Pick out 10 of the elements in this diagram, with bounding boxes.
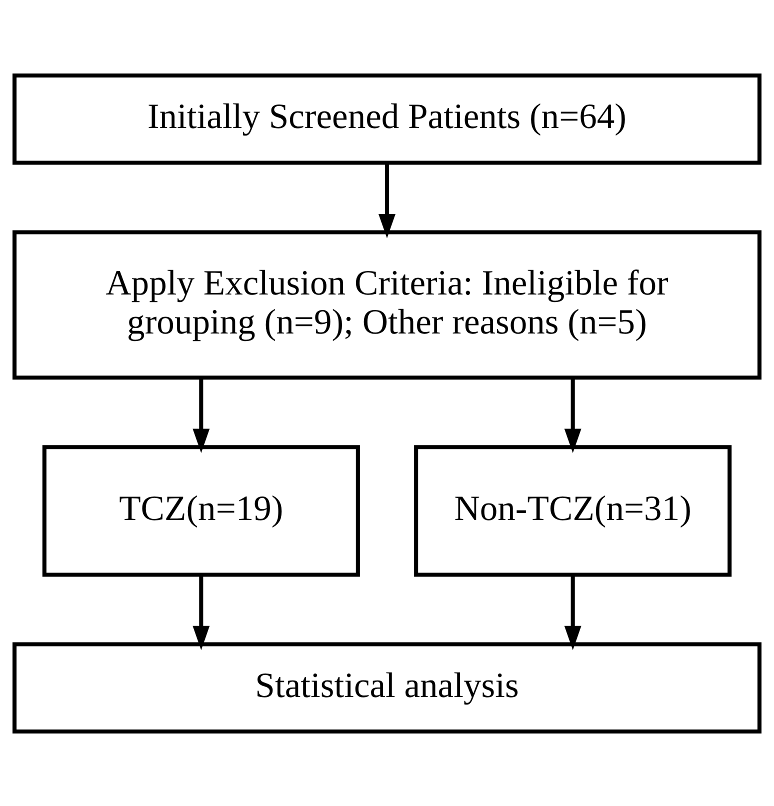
node-box: Non-TCZ(n=31) [414,444,732,576]
node-box: TCZ(n=19) [42,444,360,576]
node-box: Initially Screened Patients (n=64) [12,72,762,164]
arrow [564,574,582,650]
arrow [192,574,210,650]
arrow [564,378,582,452]
arrow [192,378,210,452]
node-box: Apply Exclusion Criteria: Ineligible for grouping (n=9); Other reasons (n=5) [12,230,762,380]
arrow [378,162,396,238]
node-box: Statistical analysis [12,642,762,734]
